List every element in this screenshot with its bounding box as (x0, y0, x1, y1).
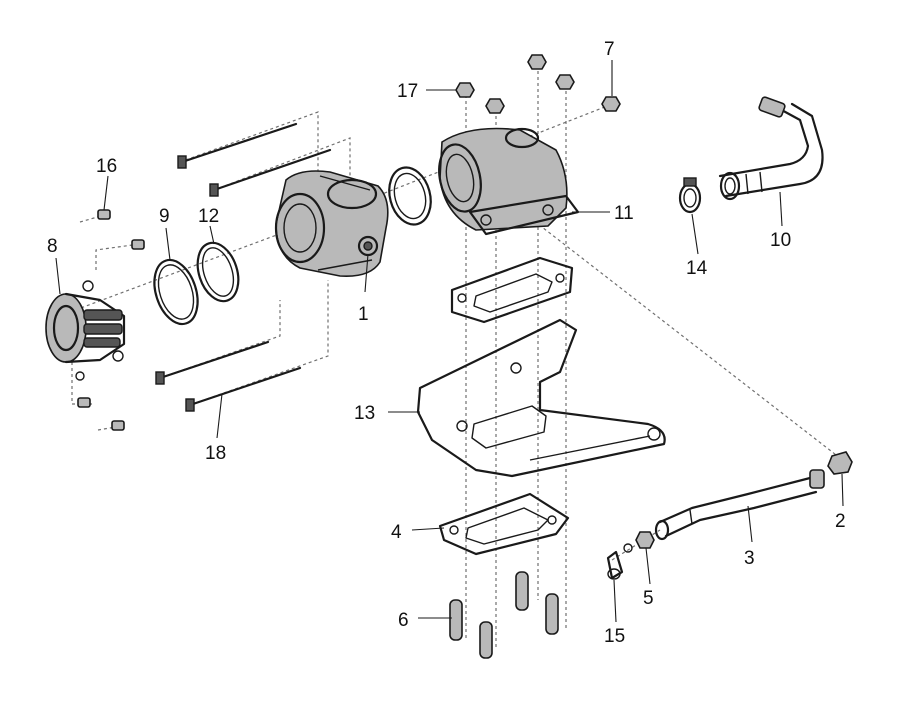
part-14-clamp (678, 177, 702, 214)
part-11-elbow-housing (438, 127, 580, 236)
part-6-studs (449, 571, 559, 659)
part-10-curved-pipe (718, 96, 824, 201)
part-1-valve-body (274, 170, 389, 278)
callout-1: 1 (358, 304, 369, 325)
callout-15: 15 (604, 626, 625, 647)
callout-11: 11 (614, 203, 634, 224)
callout-10: 10 (770, 230, 791, 251)
callout-13: 13 (354, 403, 375, 424)
part-15-fitting (606, 543, 633, 580)
callout-14: 14 (686, 258, 708, 279)
part-8-flange-housing (45, 280, 126, 381)
o-ring-upper (388, 166, 432, 226)
callout-6: 6 (398, 610, 409, 631)
callout-18: 18 (205, 443, 226, 464)
callout-leaders (55, 60, 844, 623)
part-7-nut (601, 96, 621, 112)
part-2-fitting (809, 451, 853, 489)
part-18-long-bolts (155, 122, 332, 412)
callout-9: 9 (159, 206, 170, 227)
callout-17: 17 (397, 81, 418, 102)
callout-labels: 1 2 3 4 5 6 7 8 9 10 11 12 13 14 15 16 1… (47, 39, 846, 647)
callout-5: 5 (643, 588, 654, 609)
part-5-nut (635, 531, 655, 549)
part-12-o-ring (196, 241, 240, 303)
part-4-gasket (438, 492, 570, 556)
callout-16: 16 (96, 156, 117, 177)
part-9-o-ring (153, 258, 199, 326)
part-17-nuts (455, 54, 575, 114)
callout-2: 2 (835, 511, 846, 532)
callout-12: 12 (198, 206, 219, 227)
callout-3: 3 (744, 548, 755, 569)
upper-gasket (450, 256, 574, 324)
callout-7: 7 (604, 39, 615, 60)
part-13-bracket (416, 318, 666, 478)
callout-4: 4 (391, 522, 402, 543)
callout-8: 8 (47, 236, 58, 257)
part-3-tube (654, 476, 818, 541)
part-16-bolts (77, 209, 145, 431)
